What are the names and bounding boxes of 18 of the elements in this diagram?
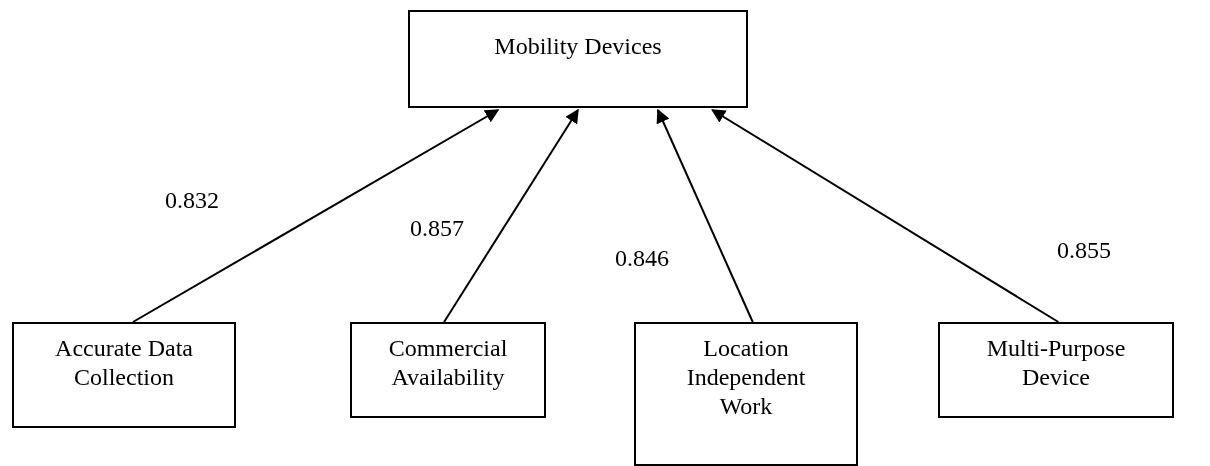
process-box — [938, 322, 1174, 418]
edge-label: 0.855 — [1057, 236, 1111, 264]
arrow — [131, 109, 500, 323]
process-box — [408, 10, 748, 108]
node-label: Accurate Data Collection — [54, 334, 194, 392]
node-label: Multi-Purpose Device — [985, 334, 1127, 392]
arrow — [656, 108, 754, 323]
process-box — [350, 322, 546, 418]
node-label: Location Independent Work — [685, 334, 807, 421]
process-box — [12, 322, 236, 428]
edge-label: 0.832 — [165, 186, 219, 214]
arrow — [443, 108, 579, 323]
arrow — [711, 109, 1060, 323]
process-box — [634, 322, 858, 466]
edge-label: 0.846 — [615, 244, 669, 272]
node-label: Commercial Availability — [387, 334, 509, 392]
node-label: Mobility Devices — [493, 32, 663, 61]
edge-label: 0.857 — [410, 214, 464, 242]
